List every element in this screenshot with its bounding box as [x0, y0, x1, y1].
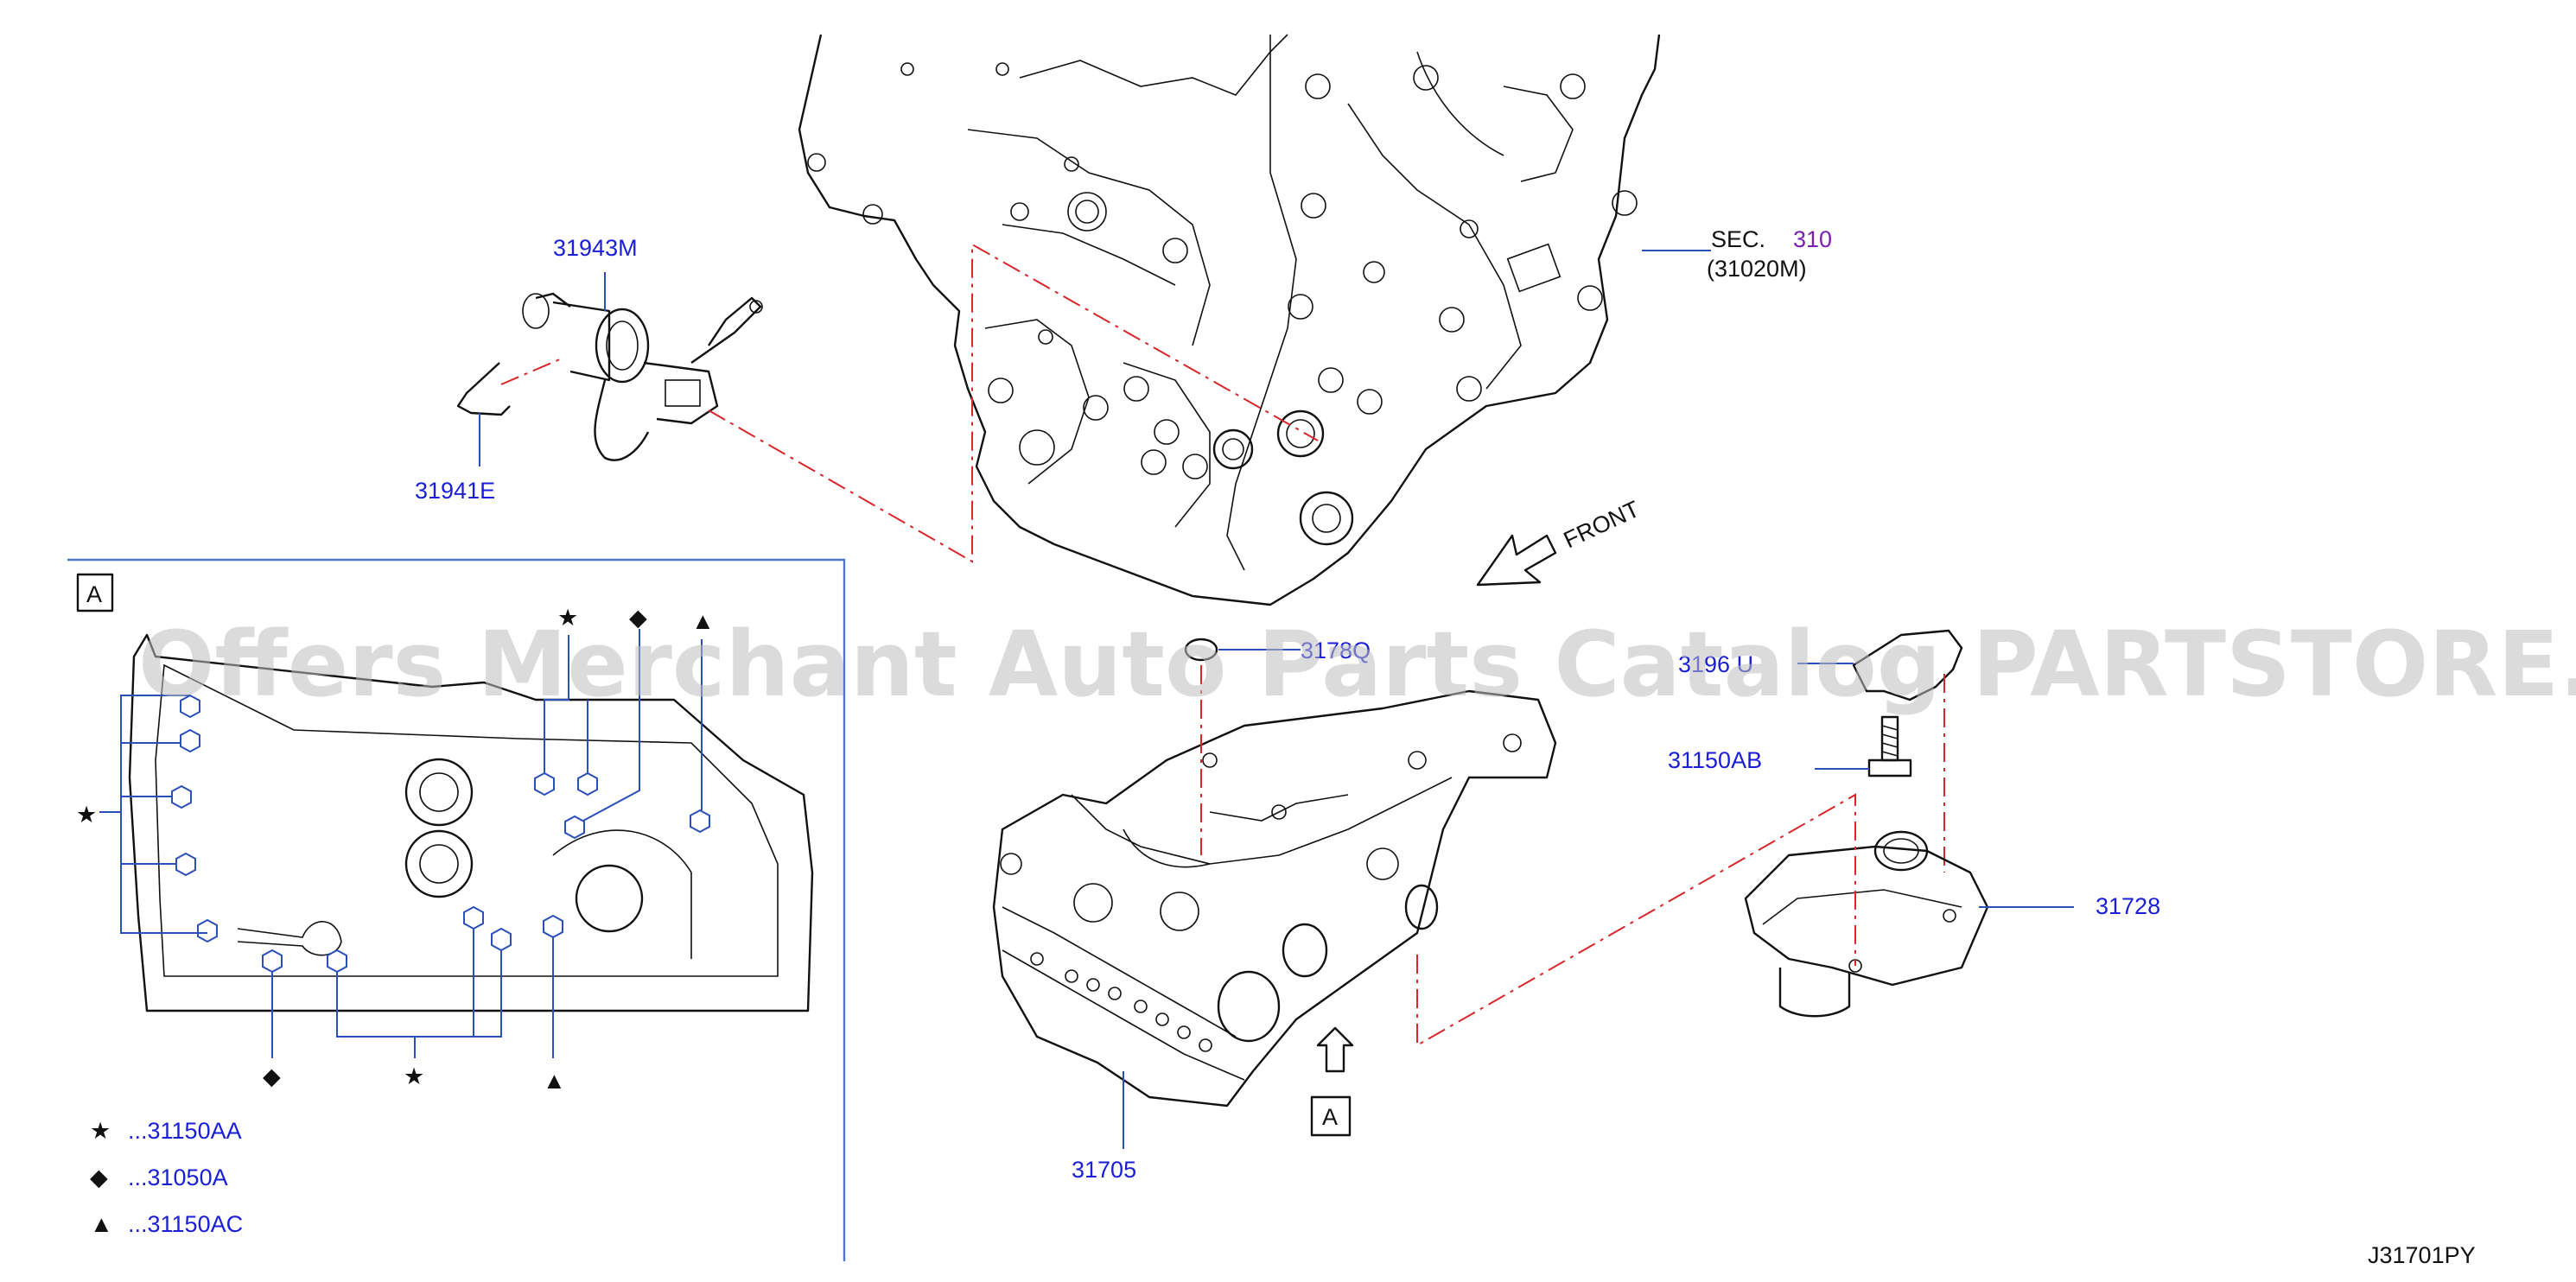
- transmission-case: [798, 34, 1661, 606]
- legend-text-31150aa[interactable]: ...31150AA: [128, 1118, 242, 1144]
- label-view-a: A: [1322, 1104, 1338, 1130]
- label-31728[interactable]: 31728: [2096, 893, 2160, 919]
- star-symbol-top: ★: [557, 605, 578, 631]
- oil-strainer-31728: [1744, 830, 2074, 1018]
- label-front: FRONT: [1560, 496, 1644, 553]
- view-a-inset: ★ ★ ◆ ▲ ◆ ★ ▲: [67, 558, 846, 1261]
- solenoid-harness: [522, 292, 763, 461]
- star-symbol-left: ★: [76, 802, 97, 828]
- star-symbol-bottom: ★: [404, 1063, 424, 1089]
- view-a-arrow-icon: [1316, 1026, 1354, 1073]
- clip-31941e: [456, 362, 511, 416]
- valve-body-holes: [1030, 952, 1212, 1052]
- control-valve-body: [992, 689, 1557, 1149]
- label-31150ab[interactable]: 31150AB: [1668, 747, 1762, 773]
- phantom-line-harness: [708, 243, 1319, 563]
- legend-text-31150ac[interactable]: ...31150AC: [128, 1211, 243, 1237]
- phantom-line-solenoid: [500, 358, 563, 385]
- watermark: Offers Merchant Auto Parts Catalog PARTS…: [138, 612, 2576, 717]
- label-3196u[interactable]: 3196 U: [1678, 651, 1753, 677]
- label-31941e[interactable]: 31941E: [415, 478, 495, 504]
- diagram-code: J31701PY: [2368, 1242, 2476, 1268]
- inset-label-a: A: [86, 581, 102, 607]
- legend-text-31050a[interactable]: ...31050A: [128, 1165, 228, 1190]
- o-ring-3178q: [1184, 638, 1218, 662]
- label-3178q[interactable]: 3178Q: [1301, 638, 1371, 663]
- legend-symbol-diamond: ◆: [90, 1165, 108, 1190]
- legend: ★ ...31150AA ◆ ...31050A ▲ ...31150AC: [90, 1118, 243, 1237]
- triangle-symbol-bottom: ▲: [543, 1068, 566, 1094]
- label-sec: SEC.: [1711, 226, 1765, 252]
- label-sec-310[interactable]: 310: [1793, 226, 1832, 252]
- diamond-symbol-bottom: ◆: [263, 1063, 281, 1089]
- bolt-31150ab: [1867, 715, 1912, 777]
- view-a-marker-box: [1310, 1095, 1352, 1137]
- label-31705[interactable]: 31705: [1072, 1157, 1136, 1183]
- diamond-symbol-top: ◆: [629, 605, 647, 631]
- phantom-line-strainer: [1416, 793, 1856, 1047]
- legend-symbol-triangle: ▲: [90, 1211, 113, 1237]
- label-31943m[interactable]: 31943M: [553, 235, 638, 261]
- case-bolt-heads: [807, 62, 1638, 479]
- legend-symbol-star: ★: [90, 1118, 111, 1144]
- triangle-symbol-top: ▲: [691, 608, 715, 634]
- front-arrow-icon: [1476, 534, 1557, 587]
- label-sec-ref: (31020M): [1707, 256, 1807, 282]
